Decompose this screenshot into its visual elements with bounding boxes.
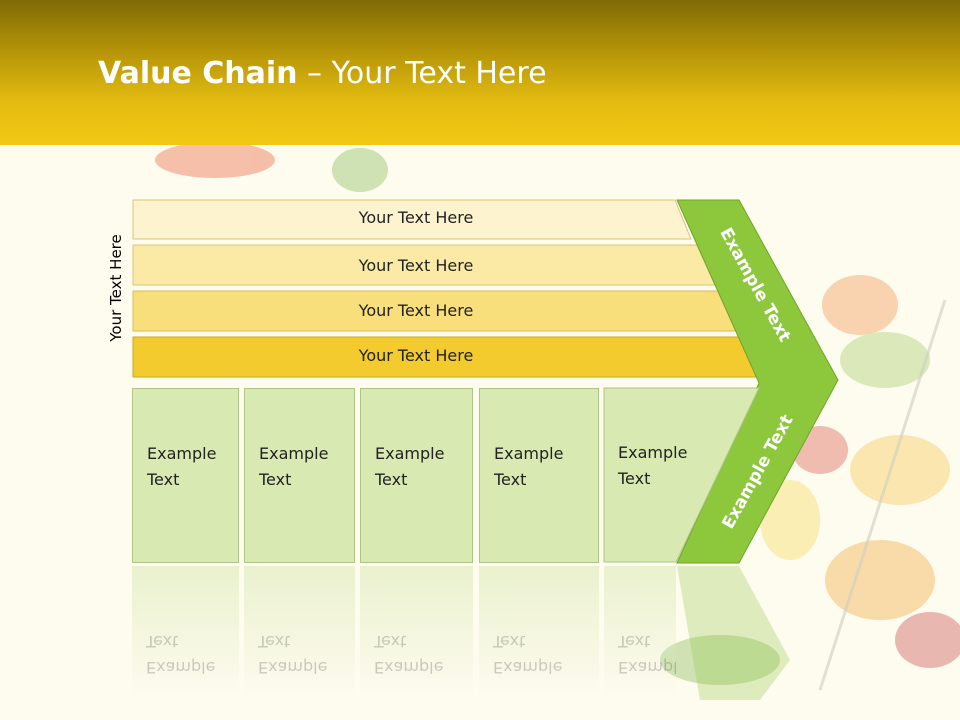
slide-title: Value Chain – Your Text Here [98, 56, 547, 91]
title-rest: – Your Text Here [297, 56, 547, 91]
row-label-2: Your Text Here [358, 256, 474, 275]
row-label-1: Your Text Here [358, 208, 474, 227]
chevron-shape [676, 199, 839, 564]
title-bold: Value Chain [98, 56, 298, 91]
row-label-4: Your Text Here [358, 346, 474, 365]
header-bar [0, 0, 960, 145]
chevron-reflection [677, 566, 790, 700]
row-shape-1 [132, 199, 692, 240]
box-shape-5 [603, 387, 760, 563]
row-label-3: Your Text Here [358, 301, 474, 320]
